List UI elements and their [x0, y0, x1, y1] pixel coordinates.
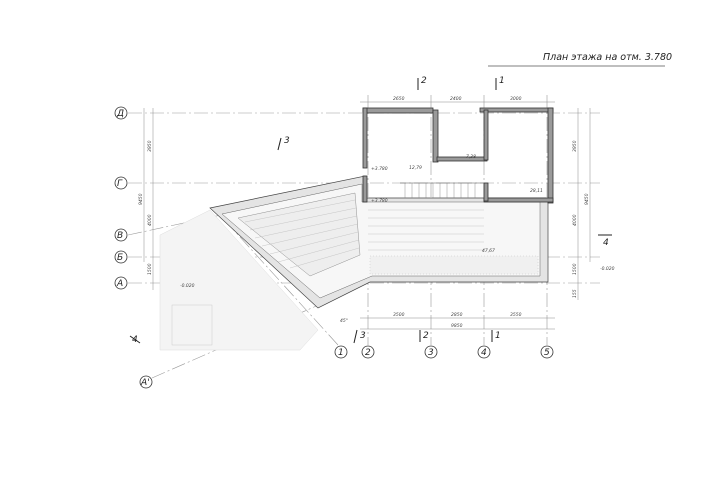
elevation-room: +3.780 — [371, 166, 388, 172]
dim-bottom-total: 9850 — [451, 323, 463, 329]
terrace — [209, 175, 549, 309]
section-mark-2-bottom: 2 — [423, 331, 429, 341]
svg-text:3: 3 — [428, 348, 434, 358]
building-walls — [362, 107, 554, 204]
svg-text:5: 5 — [544, 348, 550, 358]
dim-top-1: 2650 — [393, 96, 405, 102]
svg-text:А': А' — [140, 378, 150, 388]
axis-marker-5: 5 — [540, 345, 554, 359]
dim-bottom-2: 2850 — [451, 312, 463, 318]
area-terrace: 47,67 — [482, 248, 495, 254]
site-square — [171, 304, 213, 346]
section-mark-1-top: 1 — [499, 76, 505, 86]
dimension-lines — [143, 101, 591, 330]
area-bath: 7,38 — [466, 154, 476, 160]
svg-text:1: 1 — [338, 348, 344, 358]
vertical-axes — [219, 95, 548, 346]
axis-marker-4: 4 — [477, 345, 491, 359]
axis-marker-1: 1 — [334, 345, 348, 359]
dim-right-2: 4000 — [572, 214, 578, 226]
axis-marker-D: Д — [114, 106, 128, 120]
svg-text:2: 2 — [365, 348, 371, 358]
dim-top-2: 2400 — [450, 96, 462, 102]
area-room3: 28,11 — [530, 188, 543, 194]
dim-left-total: 9450 — [138, 193, 144, 205]
svg-text:Б: Б — [117, 253, 123, 263]
svg-text:4: 4 — [481, 348, 487, 358]
axis-marker-2: 2 — [361, 345, 375, 359]
elevation-right: -0.020 — [600, 266, 615, 272]
dim-right-total: 9450 — [584, 193, 590, 205]
dim-bottom-3: 3550 — [510, 312, 522, 318]
dim-right-1: 3950 — [572, 140, 578, 152]
elevation-terrace: +3.780 — [371, 198, 388, 204]
dim-left-2: 4000 — [147, 214, 153, 226]
angle-label: 45° — [340, 318, 348, 324]
elevation-left: -0.020 — [180, 283, 195, 289]
dim-left-3: 1500 — [147, 263, 153, 275]
site-area — [159, 209, 319, 351]
dim-top-3: 3000 — [510, 96, 522, 102]
area-hall: 12,79 — [409, 165, 422, 171]
section-mark-3-bottom: 3 — [360, 331, 366, 341]
dim-right-4: 155 — [572, 289, 578, 298]
dim-left-1: 3950 — [147, 140, 153, 152]
axis-marker-A: А — [114, 276, 128, 290]
section-mark-1-bottom: 1 — [495, 331, 501, 341]
svg-text:Д: Д — [116, 109, 124, 119]
section-mark-4-bottom: 4 — [132, 335, 138, 345]
svg-text:Г: Г — [117, 179, 123, 189]
axis-marker-3: 3 — [424, 345, 438, 359]
svg-text:В: В — [117, 231, 123, 241]
axis-marker-V: В — [114, 228, 128, 242]
section-mark-2-top: 2 — [421, 76, 427, 86]
section-mark-3-left: 3 — [284, 136, 290, 146]
section-mark-4-right: 4 — [603, 238, 609, 248]
axis-marker-A-prime: А' — [139, 375, 153, 389]
axis-marker-B: Б — [114, 250, 128, 264]
axis-marker-G: Г — [114, 176, 128, 190]
svg-text:А: А — [116, 279, 123, 289]
dim-bottom-1: 3500 — [393, 312, 405, 318]
drawing-title: План этажа на отм. 3.780 — [543, 52, 672, 63]
dim-right-3: 1500 — [572, 263, 578, 275]
